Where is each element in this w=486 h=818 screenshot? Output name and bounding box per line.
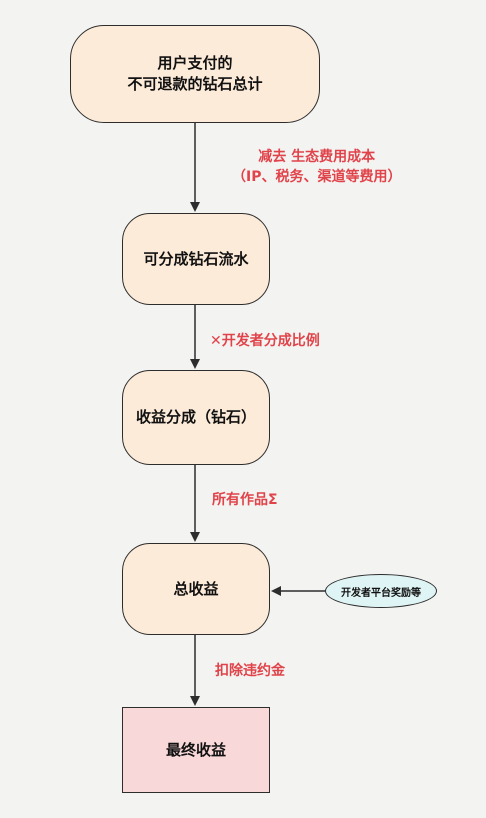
node-total-diamonds: 用户支付的 不可退款的钻石总计 (70, 25, 320, 123)
node-total-diamonds-line-1: 用户支付的 (157, 54, 233, 72)
node-total-revenue-label: 总收益 (173, 579, 219, 598)
edge-label-developer-ratio: ✕开发者分成比例 (210, 333, 320, 349)
node-final-revenue: 最终收益 (122, 707, 270, 793)
edge-label-deduct-penalty: 扣除违约金 (215, 663, 285, 679)
edge-label-ecosystem-costs-line-2: （IP、税务、渠道等费用） (232, 169, 402, 186)
edge-label-ecosystem-costs: 减去 生态费用成本 （IP、税务、渠道等费用） (232, 147, 401, 188)
edge-label-ecosystem-costs-line-1: 减去 生态费用成本 (258, 149, 376, 165)
node-revenue-share-label: 收益分成（钻石） (135, 408, 256, 426)
side-input-platform-rewards-label: 开发者平台奖励等 (341, 587, 421, 599)
side-input-platform-rewards: 开发者平台奖励等 (325, 574, 437, 608)
node-final-revenue-label: 最终收益 (165, 740, 226, 759)
node-revenue-share: 收益分成（钻石） (122, 370, 270, 465)
edge-label-all-works-sum: 所有作品Σ (212, 492, 278, 508)
node-shareable-flow: 可分成钻石流水 (122, 213, 270, 305)
node-total-diamonds-line-2: 不可退款的钻石总计 (127, 75, 263, 93)
node-total-revenue: 总收益 (122, 543, 270, 635)
node-shareable-flow-label: 可分成钻石流水 (143, 249, 249, 268)
